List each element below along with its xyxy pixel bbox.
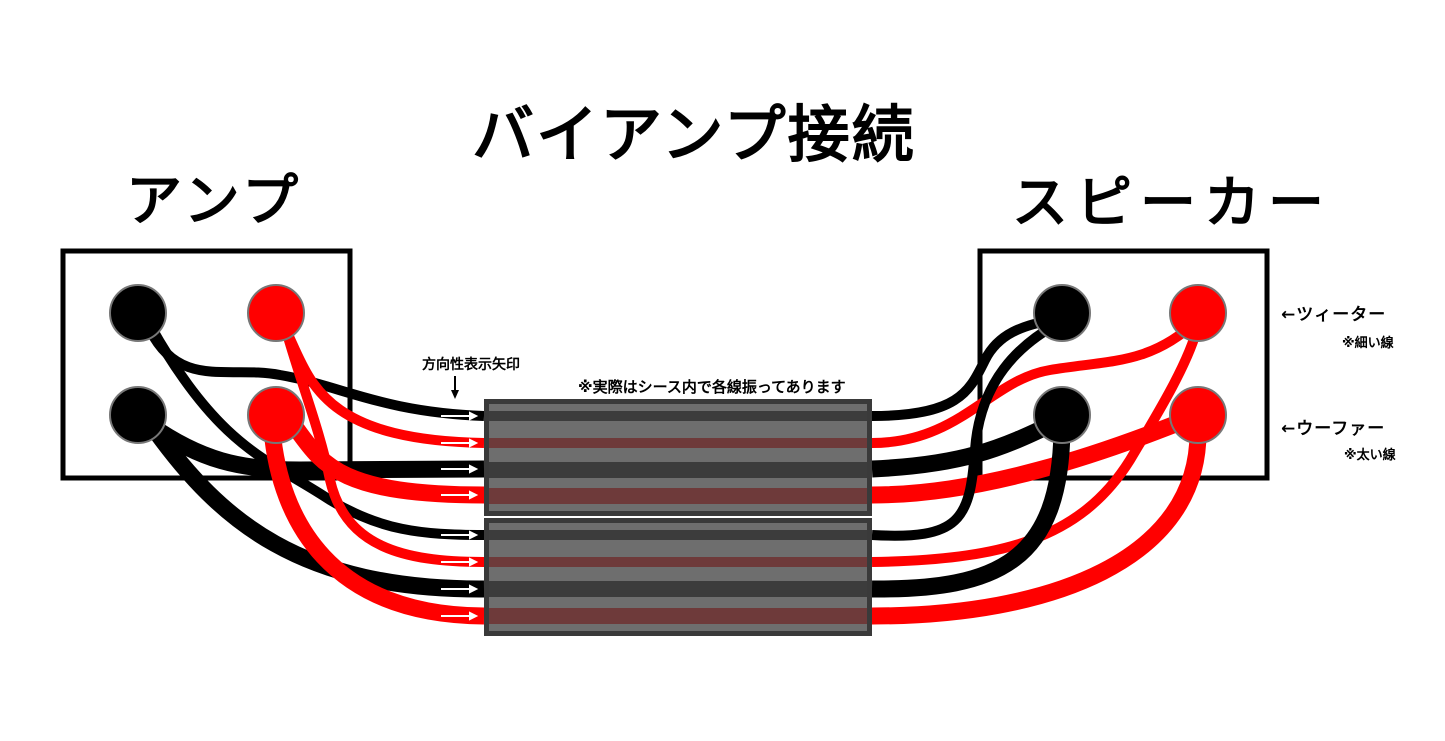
arrow-icon	[441, 557, 479, 567]
sheath-note: ※実際はシース内で各線振ってあります	[578, 378, 846, 396]
arrow-icon	[441, 464, 479, 474]
tweeter-negative-terminal	[1033, 284, 1091, 342]
wire-red-thick-r2	[871, 429, 1207, 625]
wire-black-thick-r2	[871, 429, 1071, 598]
amp-bottom-positive-terminal	[247, 386, 305, 444]
wire-red-thin-2	[281, 328, 485, 567]
wire-black-thick-2	[148, 425, 485, 598]
woofer-note: ※太い線	[1344, 448, 1396, 463]
down-arrow-icon	[451, 376, 459, 399]
wire-red-thin-r1	[871, 316, 1202, 448]
woofer-negative-terminal	[1033, 386, 1091, 444]
wire-red-thin-r2	[871, 323, 1203, 567]
amp-terminals	[109, 284, 305, 444]
wire-red-thick-2	[263, 429, 485, 625]
diagram-title: バイアンプ接続	[472, 98, 916, 171]
tweeter-note: ※細い線	[1342, 336, 1394, 351]
woofer-positive-terminal	[1169, 386, 1227, 444]
arrow-icon	[441, 530, 479, 540]
speaker-heading: スピーカー	[1012, 171, 1332, 236]
wire-red-thick-r1	[871, 407, 1202, 504]
wire-red-thick-1	[283, 414, 485, 504]
tweeter-label: ←ツィーター	[1281, 305, 1387, 325]
wire-black-thin-r1	[871, 315, 1052, 421]
direction-arrow-label: 方向性表示矢印	[422, 357, 520, 373]
amp-top-positive-terminal	[247, 284, 305, 342]
amp-side-wires	[145, 322, 485, 625]
speaker-terminals	[1033, 284, 1227, 444]
cable-sheath-top	[484, 399, 872, 516]
amp-bottom-negative-terminal	[109, 386, 167, 444]
amp-box	[60, 248, 353, 481]
arrow-icon	[441, 611, 479, 621]
direction-arrows	[441, 411, 479, 621]
wire-black-thin-r2	[871, 320, 1058, 541]
arrow-icon	[441, 490, 479, 500]
cable-sheath-bottom	[484, 518, 872, 636]
speaker-side-wires	[871, 315, 1207, 625]
woofer-label: ←ウーファー	[1281, 419, 1386, 439]
amp-top-negative-terminal	[109, 284, 167, 342]
wire-black-thin-2	[145, 322, 485, 540]
wire-black-thin-1	[145, 327, 485, 421]
tweeter-positive-terminal	[1169, 284, 1227, 342]
arrow-icon	[441, 411, 479, 421]
arrow-icon	[441, 584, 479, 594]
arrow-icon	[441, 438, 479, 448]
amp-heading: アンプ	[126, 169, 303, 234]
